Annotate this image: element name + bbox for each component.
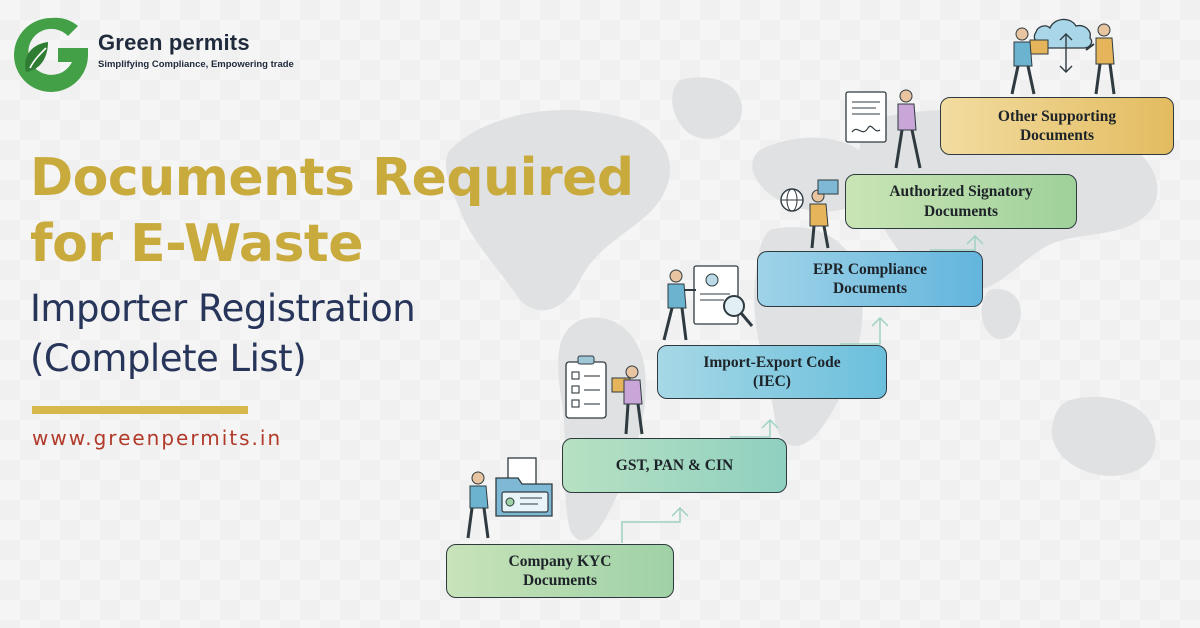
brand-name: Green permits (98, 30, 250, 55)
brand-tagline: Simplifying Compliance, Empowering trade (98, 59, 294, 70)
step-label-line-1: Import-Export Code (703, 353, 841, 371)
step-authorized-signatory: Authorized Signatory Documents (845, 174, 1077, 229)
step-label-line-2: Documents (923, 202, 999, 220)
step-other-supporting: Other Supporting Documents (940, 97, 1174, 155)
step-company-kyc: Company KYC Documents (446, 544, 674, 598)
step-label-line-2: Documents (522, 572, 598, 589)
step-epr-compliance: EPR Compliance Documents (757, 251, 983, 307)
step-label-line-1: Authorized Signatory (889, 183, 1033, 201)
headline-line-1: Documents Required (30, 148, 634, 208)
step-label-line-2: (IEC) (753, 373, 791, 390)
step-label-line-1: GST, PAN & CIN (615, 456, 734, 474)
step-label-line-1: Other Supporting (997, 107, 1117, 125)
logo-g-icon (14, 17, 88, 93)
step-label-line-2: Documents (1019, 127, 1095, 144)
brand-logo[interactable]: Green permits Simplifying Compliance, Em… (8, 12, 294, 98)
headline-line-2: for E-Waste (30, 214, 364, 274)
subheadline-line-2: (Complete List) (30, 337, 307, 380)
step-label-line-2: Documents (832, 280, 908, 297)
step-label-line-1: EPR Compliance (812, 260, 928, 278)
website-link[interactable]: www.greenpermits.in (32, 426, 283, 450)
subheadline-line-1: Importer Registration (30, 287, 416, 330)
step-gst-pan-cin: GST, PAN & CIN (562, 438, 787, 493)
step-import-export-code: Import-Export Code (IEC) (657, 345, 887, 399)
step-label-line-1: Company KYC (508, 552, 612, 570)
divider-bar (32, 406, 248, 414)
